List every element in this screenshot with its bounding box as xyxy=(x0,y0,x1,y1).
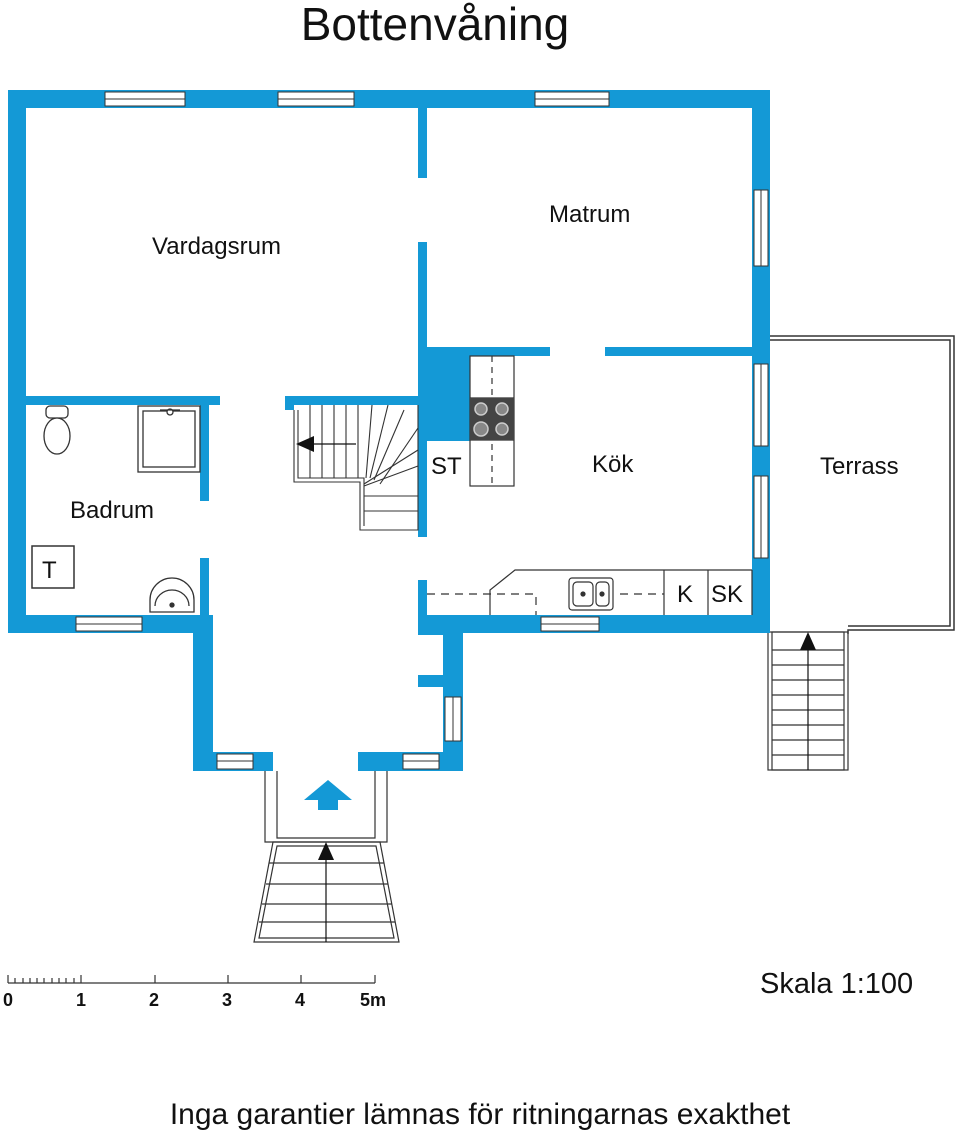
room-label-kok: Kök xyxy=(592,451,634,478)
stove-icon xyxy=(470,398,514,440)
scale-tick-0: 0 xyxy=(3,990,13,1010)
front-stairs-arrow xyxy=(318,842,334,942)
interior-stairs xyxy=(293,404,419,531)
room-label-terrass: Terrass xyxy=(820,453,899,480)
room-label-badrum: Badrum xyxy=(70,497,154,524)
toilet-icon xyxy=(43,405,71,455)
front-stairs xyxy=(253,841,400,943)
fixture-label-k: K xyxy=(677,581,693,608)
kitchen-counter xyxy=(427,569,753,615)
terrace-stairs-arrow xyxy=(800,632,816,770)
sink-icon xyxy=(568,577,614,611)
scale-tick-3: 3 xyxy=(222,990,232,1010)
scale-bar xyxy=(7,975,376,984)
walls xyxy=(8,90,770,771)
scale-tick-2: 2 xyxy=(149,990,159,1010)
page-title: Bottenvåning xyxy=(300,0,570,50)
laundry-box xyxy=(31,545,75,589)
fixture-label-sk: SK xyxy=(711,581,743,608)
scale-tick-1: 1 xyxy=(76,990,86,1010)
fixture-label-t: T xyxy=(42,557,57,584)
disclaimer-footer: Inga garantier lämnas för ritningarnas e… xyxy=(169,1098,791,1131)
interior-stairs-arrow xyxy=(296,436,356,452)
scale-text: Skala 1:100 xyxy=(760,968,914,1000)
scale-tick-4: 4 xyxy=(295,990,305,1010)
scale-tick-5m: 5m xyxy=(360,990,386,1010)
shower-icon xyxy=(137,405,201,473)
room-label-vardagsrum: Vardagsrum xyxy=(152,233,281,260)
room-label-matrum: Matrum xyxy=(549,201,630,228)
fixture-label-st: ST xyxy=(431,453,462,480)
washbasin-icon xyxy=(149,577,195,613)
windows xyxy=(75,91,769,771)
terrace-outline xyxy=(770,335,955,634)
entrance-arrow-icon xyxy=(304,780,352,810)
